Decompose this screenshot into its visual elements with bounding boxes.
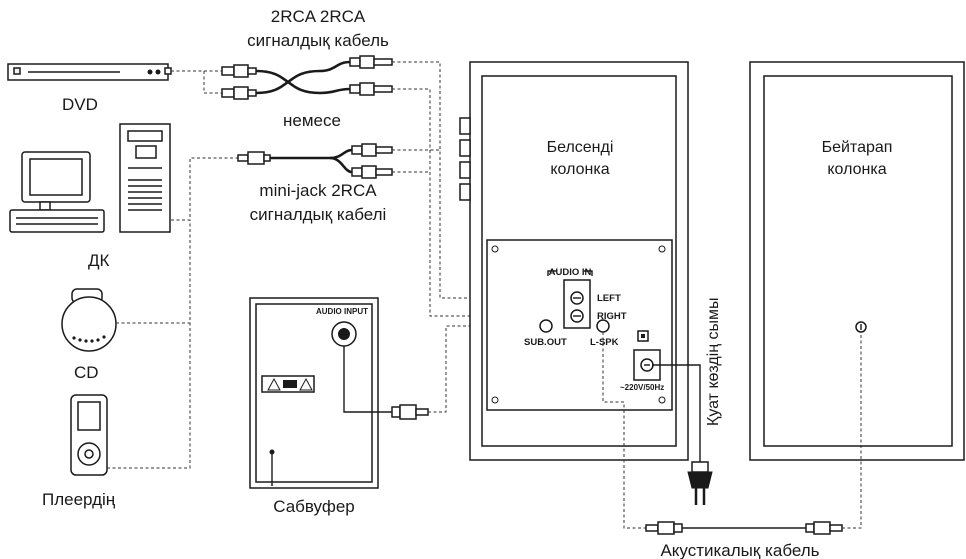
sub-out-label: SUB.OUT bbox=[524, 337, 567, 348]
cable-top-label-line2: сигналдық кабель bbox=[247, 31, 389, 50]
dvd-player bbox=[7, 63, 172, 81]
active-speaker bbox=[459, 61, 689, 461]
passive-speaker bbox=[749, 61, 965, 461]
left-label: LEFT bbox=[597, 293, 621, 304]
dvd-label: DVD bbox=[62, 95, 98, 114]
player-label: Плеердің bbox=[42, 490, 116, 509]
mp3-player bbox=[70, 394, 108, 476]
voltage-label: ~220V/50Hz bbox=[620, 383, 664, 392]
subwoofer bbox=[249, 297, 379, 489]
pc-monitor bbox=[9, 151, 105, 233]
power-cord bbox=[652, 364, 713, 505]
acoustic-cable bbox=[602, 332, 862, 535]
passive-speaker-label-line2: колонка bbox=[827, 161, 886, 178]
cd-player bbox=[61, 288, 117, 352]
player-link bbox=[107, 323, 191, 469]
active-speaker-label-line2: колонка bbox=[550, 161, 609, 178]
pc-tower bbox=[119, 123, 171, 233]
minijack-cable bbox=[171, 143, 440, 221]
acoustic-cable-label: Акустикалық кабель bbox=[660, 541, 819, 559]
cd-link bbox=[116, 220, 191, 324]
or-label: немесе bbox=[283, 111, 341, 130]
cable-top-label-line1: 2RCA 2RCA bbox=[271, 7, 366, 26]
l-spk-label: L-SPK bbox=[590, 337, 619, 348]
active-speaker-label-line1: Белсенді bbox=[547, 139, 614, 156]
right-label: RIGHT bbox=[597, 311, 627, 322]
cd-label: CD bbox=[74, 363, 99, 382]
audio-input-label: AUDIO INPUT bbox=[316, 307, 368, 316]
power-cord-label: Қуат көздің сымы bbox=[705, 297, 722, 426]
passive-speaker-label-line1: Бейтарап bbox=[822, 139, 893, 156]
rca-cable-top bbox=[171, 55, 540, 317]
minijack-label-line1: mini-jack 2RCA bbox=[259, 181, 377, 200]
minijack-label-line2: сигналдық кабелі bbox=[250, 205, 387, 224]
audio-in-label: AUDIO IN bbox=[549, 267, 592, 278]
pc-label: ДК bbox=[88, 251, 110, 270]
subwoofer-label: Сабвуфер bbox=[273, 497, 355, 516]
